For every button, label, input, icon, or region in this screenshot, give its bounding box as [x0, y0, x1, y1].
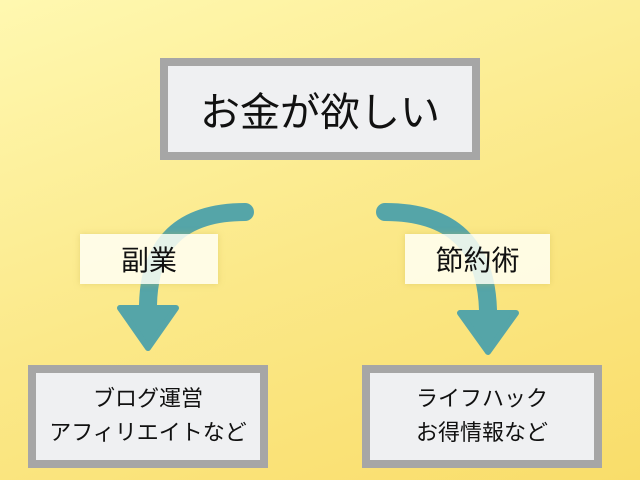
main-goal-text: お金が欲しい — [200, 90, 440, 136]
main-goal-box: お金が欲しい — [160, 58, 480, 160]
side-job-line-1: ブログ運営 — [92, 386, 203, 412]
saving-label-text: 節約術 — [435, 244, 520, 277]
side-job-label: 副業 — [80, 234, 218, 284]
side-job-line-2: アフィリエイトなど — [49, 420, 247, 446]
saving-line-1: ライフハック — [415, 386, 548, 412]
saving-box: ライフハック お得情報など — [362, 365, 602, 468]
saving-line-2: お得情報など — [415, 420, 548, 446]
side-job-label-text: 副業 — [120, 244, 177, 277]
side-job-box: ブログ運営 アフィリエイトなど — [28, 365, 268, 468]
saving-label: 節約術 — [405, 234, 550, 284]
